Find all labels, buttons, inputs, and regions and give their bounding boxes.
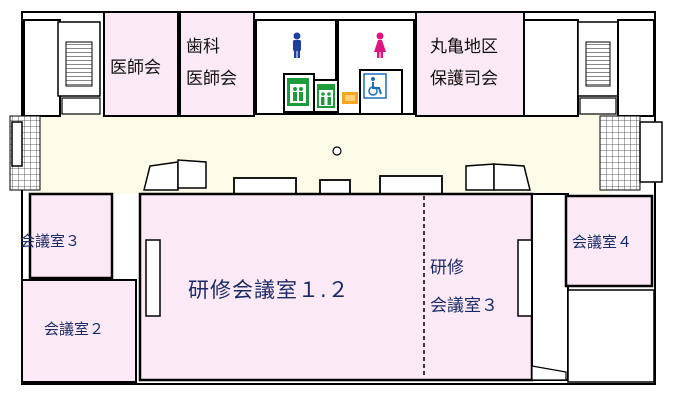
- left-outer-strip: [11, 121, 23, 167]
- doctors-assoc-room[interactable]: [103, 11, 179, 117]
- label-marugame-line2: 保護司会: [430, 69, 498, 89]
- right-grid: [599, 115, 641, 191]
- right-lower-block: [531, 193, 569, 381]
- left-stair-steps: [65, 41, 93, 87]
- label-conf-room-3-left: 会議室３: [20, 232, 81, 250]
- label-training3-line1: 研修: [430, 258, 464, 278]
- dental-assoc-room[interactable]: [179, 11, 255, 117]
- label-training-main: 研修会議室１.２: [188, 278, 350, 302]
- training-room-inner: [145, 239, 161, 317]
- right-outer-strip: [639, 121, 663, 183]
- right-stair-cell: [579, 97, 617, 115]
- label-marugame-line1: 丸亀地区: [430, 37, 498, 57]
- wheelchair-icon: [363, 73, 387, 99]
- marugame-room[interactable]: [415, 11, 525, 117]
- label-doctors-assoc: 医師会: [110, 58, 161, 78]
- label-training3-line2: 会議室３: [430, 296, 498, 316]
- column-marker: [332, 146, 342, 156]
- label-training-3: 研修 会議室３: [430, 252, 498, 322]
- elevator-icon: [287, 78, 309, 106]
- conf-room-3-left[interactable]: [28, 192, 114, 280]
- right-stair-steps: [585, 41, 611, 87]
- right-lower-cell: [567, 289, 655, 383]
- label-dental-assoc: 歯科 医師会: [186, 34, 237, 92]
- right-shaft: [617, 19, 655, 117]
- label-marugame: 丸亀地区 保護司会: [430, 34, 498, 92]
- marugame-side: [523, 19, 579, 117]
- partition-right: [465, 163, 495, 191]
- man-icon: [293, 32, 301, 58]
- label-conf-room-2: 会議室２: [44, 320, 105, 338]
- conf-room-4[interactable]: [564, 194, 654, 288]
- label-conf-room-4: 会議室４: [572, 233, 633, 251]
- label-dental-line2: 医師会: [186, 69, 237, 89]
- training-room-main[interactable]: [138, 192, 534, 382]
- partition-left-2: [177, 159, 207, 189]
- accessible-sign-icon: [342, 92, 358, 104]
- left-stair-cell: [61, 97, 101, 115]
- conf-room-2[interactable]: [21, 279, 137, 383]
- right-lower-slope: [531, 365, 567, 381]
- elevator-icon-2: [317, 84, 335, 108]
- partition-right-2: [493, 163, 531, 191]
- label-dental-line1: 歯科: [186, 37, 220, 57]
- training-room-inner-2: [517, 239, 533, 317]
- woman-icon: [374, 32, 386, 58]
- left-shaft: [23, 19, 61, 117]
